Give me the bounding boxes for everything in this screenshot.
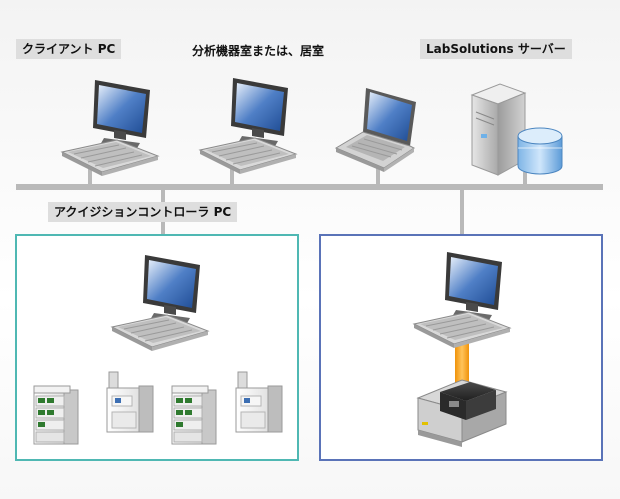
- database-cylinder-icon: [517, 127, 563, 175]
- acquisition-pc-label: アクイジションコントローラ PC: [48, 202, 238, 222]
- lc-system-icon: [33, 385, 79, 445]
- client-desktop-icon: [61, 79, 159, 177]
- client-laptop-icon: [335, 87, 417, 173]
- server-label: LabSolutions サーバー: [420, 39, 572, 59]
- client-desktop-icon: [199, 77, 297, 175]
- ftir-spectrometer-icon: [416, 379, 508, 447]
- server-tower-icon: [470, 83, 527, 176]
- lc-system-icon: [171, 385, 217, 445]
- location-label: 分析機器室または、居室: [192, 44, 325, 58]
- client-pc-label: クライアント PC: [16, 39, 122, 59]
